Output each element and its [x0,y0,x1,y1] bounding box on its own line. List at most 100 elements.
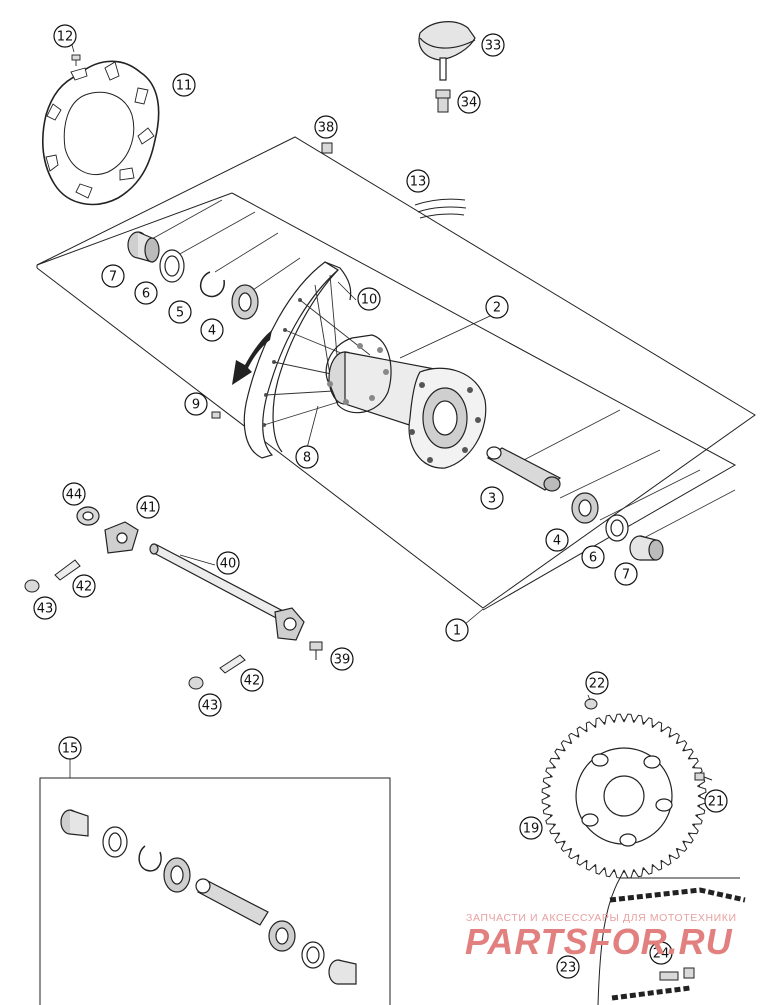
callout-circle [101,264,125,288]
callout-number: 4 [553,534,561,549]
callout-circle [172,73,196,97]
callout-circle [585,671,609,695]
spacer-7-left [127,231,160,263]
bolt-part-39 [309,641,323,660]
brake-disc [41,60,160,206]
watermark: ЗАПЧАСТИ И АКСЕССУАРЫ ДЛЯ МОТОТЕХНИКИ PA… [465,912,737,962]
callout-number: 24 [653,947,670,962]
wheel-assembly-frame [36,136,756,611]
adjuster-nut-43-right [188,676,204,690]
kit-bearing-4b [268,920,296,952]
callout-number: 6 [142,287,150,302]
callout-circle [614,562,638,586]
seal-6-left [159,249,185,283]
callout-c42b: 42 [240,668,264,692]
callout-circle [184,392,208,416]
callout-circle [519,816,543,840]
callout-number: 7 [109,270,117,285]
callout-circle [445,618,469,642]
callout-number: 44 [66,488,83,503]
callout-c33: 33 [481,33,505,57]
kit-seal-6b [301,941,325,969]
callout-c41: 41 [136,495,160,519]
callout-c34: 34 [457,90,481,114]
disc-screw [71,54,81,66]
chain-link-part-24 [659,967,695,981]
callout-c8: 8 [295,445,319,469]
circlip-5-left [199,271,225,298]
callout-number: 3 [488,492,496,507]
callout-circle [581,545,605,569]
callout-c6b: 6 [581,545,605,569]
callout-circle [136,495,160,519]
callout-c4a: 4 [200,318,224,342]
callout-c1: 1 [445,618,469,642]
callout-c24: 24 [649,941,673,965]
chain-part-23 [609,887,746,1001]
kit-spacer-7 [60,809,89,837]
watermark-tagline: ЗАПЧАСТИ И АКСЕССУАРЫ ДЛЯ МОТОТЕХНИКИ [466,912,737,924]
callout-number: 6 [589,551,597,566]
callout-number: 13 [410,175,427,190]
callout-circle [33,596,57,620]
callout-circle [58,736,82,760]
callout-circle [295,445,319,469]
callout-circle [556,955,580,979]
callout-circle [357,287,381,311]
callout-c39: 39 [330,647,354,671]
callout-circle [198,693,222,717]
callout-number: 38 [318,121,335,136]
callout-circle [485,295,509,319]
kit-spacer-7b [328,959,357,985]
hub-part-2 [325,334,487,469]
callout-c23: 23 [556,955,580,979]
callout-number: 21 [708,795,725,810]
callout-number: 10 [361,293,378,308]
callout-number: 12 [57,30,74,45]
callout-c4b: 4 [545,528,569,552]
callout-circle [62,482,86,506]
callout-number: 34 [461,96,478,111]
watermark-brand: PARTSFOR.RU [465,921,733,962]
callout-number: 33 [485,39,502,54]
callout-c10: 10 [357,287,381,311]
callout-c7a: 7 [101,264,125,288]
callout-circle [480,486,504,510]
callout-c38: 38 [314,115,338,139]
callout-number: 11 [176,79,193,94]
sprocket-bolt-part-21 [694,772,713,781]
kit-spacer-tube-3 [195,878,269,926]
callout-circle [240,668,264,692]
callout-c22: 22 [585,671,609,695]
callout-circle [314,115,338,139]
callout-number: 40 [220,557,237,572]
callout-number: 4 [208,324,216,339]
explosion-guide-lines [149,199,736,541]
callout-circle [200,318,224,342]
callout-circle [545,528,569,552]
callout-circle [406,169,430,193]
callout-number: 22 [589,677,606,692]
callout-circle [649,941,673,965]
kit-circlip-5 [138,845,162,872]
callout-number: 43 [37,602,54,617]
callout-c6a: 6 [134,281,158,305]
hub-kit-box [39,777,391,1005]
bearing-4-right [571,492,599,524]
callout-number: 2 [493,301,501,316]
callout-number: 23 [560,961,577,976]
callout-number: 8 [303,451,311,466]
callout-number: 1 [453,624,461,639]
callout-c12: 12 [53,24,77,48]
spacer-7-right [629,535,664,561]
bearing-4-left [231,284,259,320]
callout-number: 19 [523,822,540,837]
callout-number: 7 [622,568,630,583]
callout-c19: 19 [519,816,543,840]
callout-circle [216,551,240,575]
callout-c3: 3 [480,486,504,510]
callout-number: 9 [192,398,200,413]
callout-c9: 9 [184,392,208,416]
callout-c44: 44 [62,482,86,506]
